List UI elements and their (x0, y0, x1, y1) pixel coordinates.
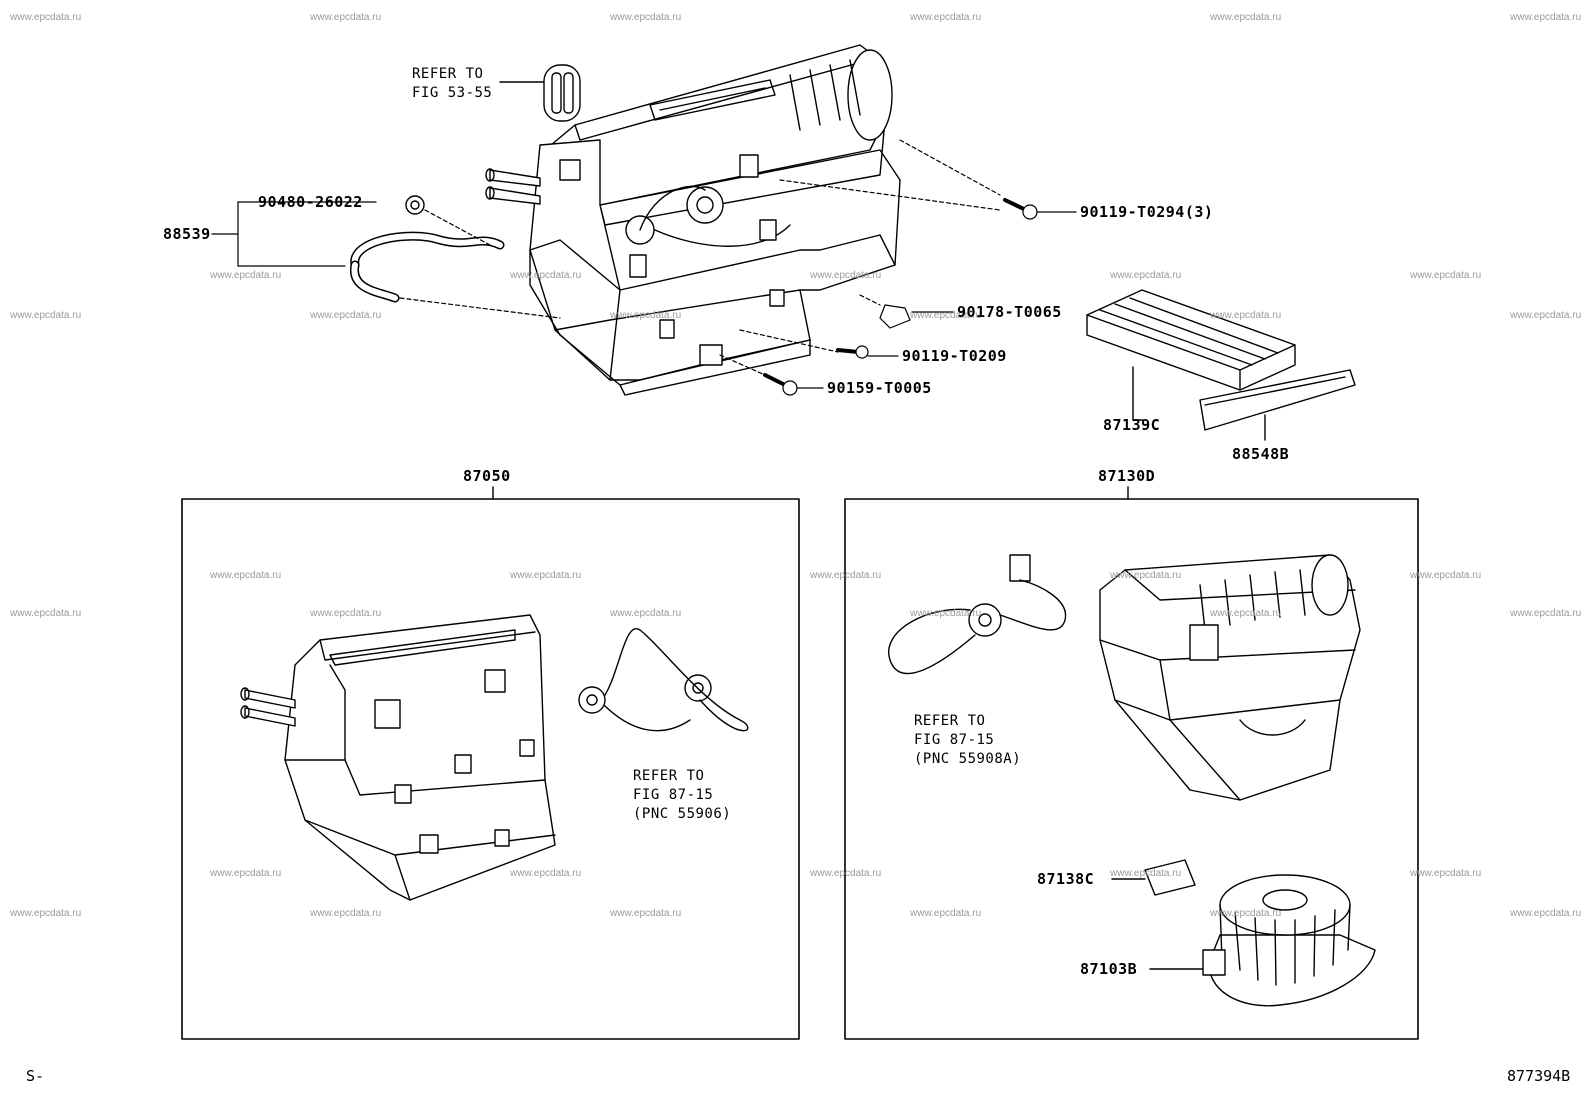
part-label-90159-t0005[interactable]: 90159-T0005 (827, 379, 932, 397)
watermark: www.epcdata.ru (1510, 310, 1582, 321)
watermark: www.epcdata.ru (210, 570, 282, 581)
pnc-text: (PNC 55906) (633, 806, 732, 822)
watermark: www.epcdata.ru (1110, 868, 1182, 879)
part-label-90480-26022[interactable]: 90480-26022 (258, 193, 363, 211)
blower-case-87130d-drawing (1099, 554, 1361, 801)
refer-to-text: REFER TO (914, 713, 986, 729)
watermark: www.epcdata.ru (510, 868, 582, 879)
watermark: www.epcdata.ru (510, 570, 582, 581)
part-label-87050[interactable]: 87050 (463, 467, 511, 485)
part-label-90178-t0065[interactable]: 90178-T0065 (957, 303, 1062, 321)
watermark: www.epcdata.ru (10, 908, 82, 919)
watermark: www.epcdata.ru (910, 310, 982, 321)
watermark: www.epcdata.ru (10, 310, 82, 321)
wire-harness-55906-drawing (578, 628, 749, 732)
refer-to-text: REFER TO (412, 66, 484, 82)
watermark: www.epcdata.ru (1510, 608, 1582, 619)
refer-fig-53-55[interactable]: REFER TO FIG 53-55 (412, 65, 492, 103)
watermark: www.epcdata.ru (310, 310, 382, 321)
watermark: www.epcdata.ru (310, 608, 382, 619)
watermark: www.epcdata.ru (210, 270, 282, 281)
watermark: www.epcdata.ru (210, 868, 282, 879)
watermark: www.epcdata.ru (1110, 270, 1182, 281)
watermark: www.epcdata.ru (810, 570, 882, 581)
watermark: www.epcdata.ru (910, 908, 982, 919)
watermark: www.epcdata.ru (1410, 570, 1482, 581)
watermark: www.epcdata.ru (1410, 270, 1482, 281)
heater-case-87050-drawing (240, 614, 556, 901)
watermark: www.epcdata.ru (1210, 12, 1282, 23)
corner-code-left: S- (26, 1067, 45, 1085)
part-label-88539[interactable]: 88539 (163, 225, 211, 243)
watermark: www.epcdata.ru (1210, 608, 1282, 619)
part-label-90119-t0294[interactable]: 90119-T0294(3) (1080, 203, 1214, 221)
filter-cover-drawing (1199, 369, 1356, 441)
gasket-drawing (499, 64, 581, 122)
refer-fig-87-15-pnc-55908a[interactable]: REFER TO FIG 87-15 (PNC 55908A) (914, 712, 1021, 769)
watermark: www.epcdata.ru (510, 270, 582, 281)
wire-harness-55908a-drawing (888, 554, 1196, 896)
fig-number-text: FIG 53-55 (412, 85, 493, 101)
watermark: www.epcdata.ru (310, 908, 382, 919)
watermark: www.epcdata.ru (1510, 12, 1582, 23)
refer-fig-87-15-pnc-55906[interactable]: REFER TO FIG 87-15 (PNC 55906) (633, 767, 731, 824)
watermark: www.epcdata.ru (610, 310, 682, 321)
watermark: www.epcdata.ru (10, 12, 82, 23)
watermark: www.epcdata.ru (1110, 570, 1182, 581)
corner-code-right: 877394B (1507, 1067, 1571, 1085)
watermark: www.epcdata.ru (610, 608, 682, 619)
fig-number-text: FIG 87-15 (914, 732, 995, 748)
part-label-87138c[interactable]: 87138C (1037, 870, 1095, 888)
refer-to-text: REFER TO (633, 768, 705, 784)
cabin-filter-drawing (1086, 289, 1296, 421)
heater-unit-assembly-drawing (485, 44, 901, 396)
watermark: www.epcdata.ru (1410, 868, 1482, 879)
part-label-90119-t0209[interactable]: 90119-T0209 (902, 347, 1007, 365)
fig-number-text: FIG 87-15 (633, 787, 714, 803)
part-label-88548b[interactable]: 88548B (1232, 445, 1290, 463)
watermark: www.epcdata.ru (10, 608, 82, 619)
blower-motor-87103b-drawing (1149, 874, 1376, 1007)
box-87050 (181, 486, 800, 1040)
top-leader-lines (211, 139, 1077, 396)
part-label-87139c[interactable]: 87139C (1103, 416, 1161, 434)
pnc-text: (PNC 55908A) (914, 751, 1022, 767)
watermark: www.epcdata.ru (1510, 908, 1582, 919)
part-label-87103b[interactable]: 87103B (1080, 960, 1138, 978)
watermark: www.epcdata.ru (610, 908, 682, 919)
watermark: www.epcdata.ru (810, 270, 882, 281)
watermark: www.epcdata.ru (810, 868, 882, 879)
watermark: www.epcdata.ru (1210, 310, 1282, 321)
part-label-87130d[interactable]: 87130D (1098, 467, 1156, 485)
watermark: www.epcdata.ru (910, 608, 982, 619)
watermark: www.epcdata.ru (610, 12, 682, 23)
watermark: www.epcdata.ru (910, 12, 982, 23)
watermark: www.epcdata.ru (1210, 908, 1282, 919)
box-87130d (844, 486, 1419, 1040)
watermark: www.epcdata.ru (310, 12, 382, 23)
